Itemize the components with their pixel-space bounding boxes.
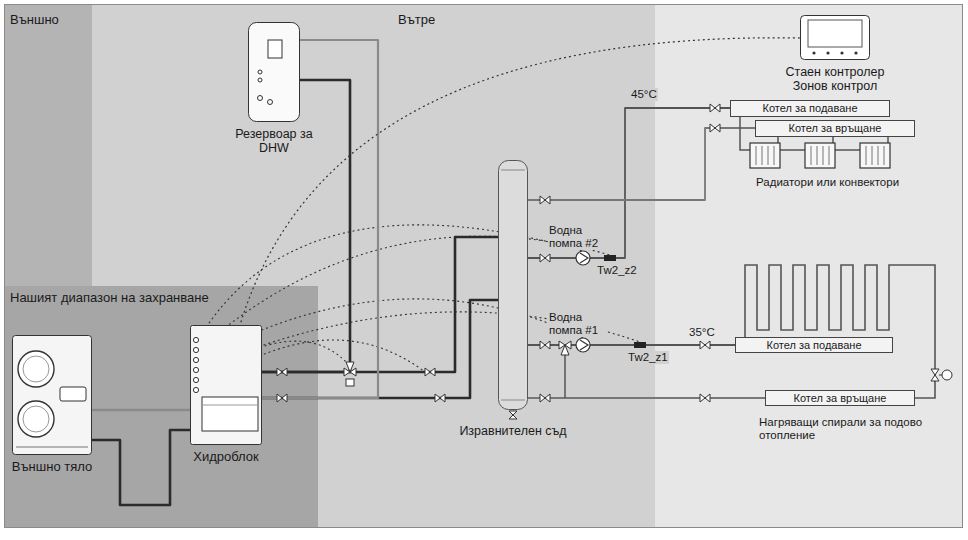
dhw-tank: Резервоар за DHW bbox=[248, 22, 300, 122]
floor-heating-label: Нагряващи спирали за подово отопление bbox=[758, 416, 950, 442]
hydro-unit-drawing bbox=[190, 325, 262, 445]
balance-tank: Изравнителен съд bbox=[498, 160, 528, 410]
heading-holder: Външно bbox=[10, 12, 59, 27]
radiator-label: Радиатори или конвектори bbox=[755, 176, 900, 189]
node-label: Външно bbox=[10, 12, 59, 27]
manifold-label: Котел за подаване bbox=[766, 340, 861, 351]
room-controller-drawing bbox=[800, 15, 870, 60]
temperature-label: 45°C bbox=[630, 88, 658, 101]
pipe-line bbox=[528, 108, 730, 258]
caption: Изравнителен съд bbox=[459, 424, 566, 438]
pipe-line bbox=[528, 397, 765, 399]
floor-heating-coils bbox=[745, 265, 935, 398]
pipe-line bbox=[92, 409, 190, 412]
sensor-label: Tw2_z2 bbox=[596, 264, 638, 277]
balance-tank-drawing bbox=[498, 160, 528, 410]
pump-label: Водна помпа #2 bbox=[548, 224, 606, 250]
control-wires bbox=[198, 225, 640, 390]
room-controller: Стаен контролерЗонов контрол bbox=[800, 15, 870, 60]
three-way-valve-dhw bbox=[344, 362, 356, 386]
pipe-line bbox=[528, 128, 755, 200]
manifold-label: Котел за подаване bbox=[762, 103, 857, 114]
heading-holder: Вътре bbox=[398, 12, 435, 27]
return-manifold: Котел за връщане bbox=[765, 390, 915, 406]
node-label: Нашият диапазон на захранване bbox=[10, 290, 209, 305]
pump-label: Водна помпа #1 bbox=[548, 311, 606, 337]
hydro-unit: Хидроблок bbox=[190, 325, 262, 445]
caption: Хидроблок bbox=[193, 450, 259, 465]
temperature-label: 35°C bbox=[688, 326, 716, 339]
manifold-label: Котел за връщане bbox=[789, 123, 882, 134]
node-label: Стаен контролер bbox=[786, 65, 885, 79]
zone-fills bbox=[4, 4, 963, 528]
pipe-line bbox=[92, 430, 190, 505]
node-label: Резервоар за DHW bbox=[228, 127, 320, 156]
node-label: Външно тяло bbox=[12, 460, 92, 475]
node-label: Вътре bbox=[398, 12, 435, 27]
outdoor-unit: Външно тяло bbox=[12, 335, 92, 455]
node-label: Зонов контрол bbox=[786, 79, 885, 93]
node-label: Хидроблок bbox=[193, 450, 259, 465]
indoor-zone-band: Вътре bbox=[92, 4, 655, 528]
pipe-line bbox=[262, 80, 350, 372]
caption: Резервоар за DHW bbox=[228, 127, 320, 156]
outdoor-unit-drawing bbox=[12, 335, 92, 455]
pipe-line bbox=[262, 237, 498, 372]
sensor-label: Tw2_z1 bbox=[627, 351, 669, 364]
heading-holder: Нашият диапазон на захранване bbox=[10, 290, 209, 305]
manifold-label: Котел за връщане bbox=[794, 393, 887, 404]
supply-scope-region: Нашият диапазон на захранванеВъншно тяло… bbox=[4, 286, 318, 528]
node-label: Изравнителен съд bbox=[459, 424, 566, 438]
supply-manifold: Котел за подаване bbox=[735, 337, 893, 353]
caption: Външно тяло bbox=[12, 460, 92, 475]
dhw-tank-drawing bbox=[248, 22, 300, 122]
return-manifold: Котел за връщане bbox=[755, 120, 915, 137]
valves bbox=[277, 104, 720, 419]
pipe-line bbox=[262, 300, 498, 398]
supply-manifold: Котел за подаване bbox=[730, 100, 890, 117]
caption: Стаен контролерЗонов контрол bbox=[786, 65, 885, 94]
